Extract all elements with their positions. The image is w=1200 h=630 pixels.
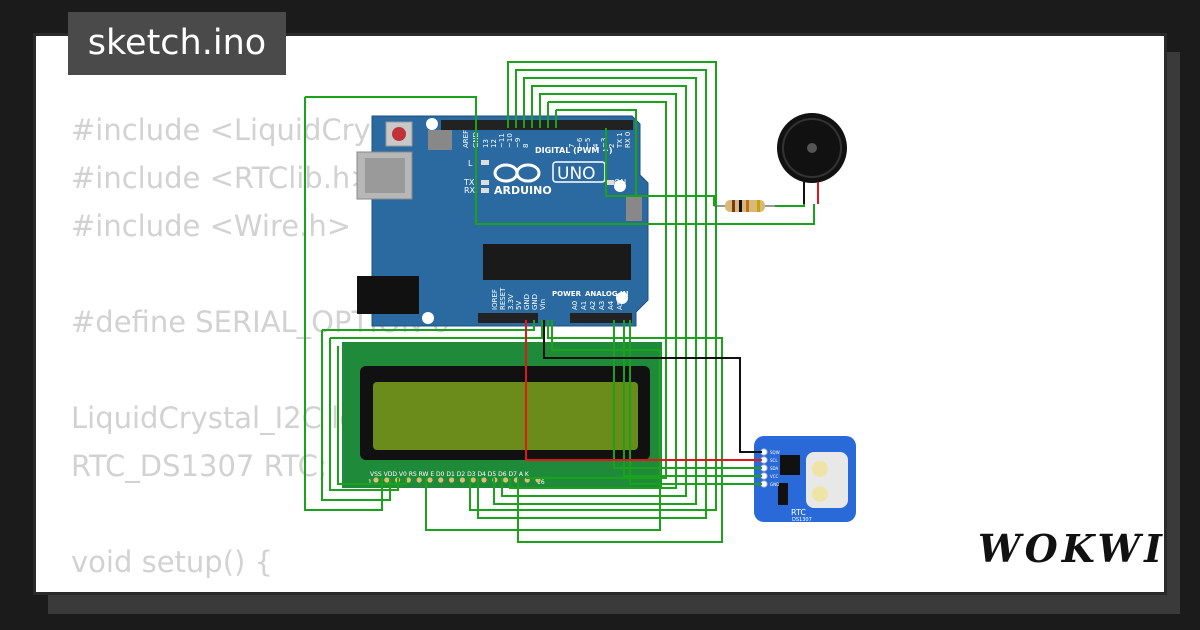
resistor[interactable] — [714, 200, 775, 212]
pin-label: A2 — [589, 301, 597, 310]
lcd-pin-last: 16 — [537, 479, 545, 486]
pin-label: A0 — [571, 301, 579, 310]
lcd-screen — [373, 382, 638, 450]
pin-label: ~9 — [514, 138, 522, 148]
icsp-header-2[interactable] — [428, 130, 452, 150]
rtc-pin-label: GND — [770, 482, 779, 487]
lcd-pin-labels: VSS VDD V0 RS RW E D0 D1 D2 D3 D4 D5 D6 … — [370, 471, 530, 478]
arduino-logo — [493, 163, 541, 183]
pin-label: ~6 — [576, 137, 584, 148]
pin-label: RX 0 — [624, 132, 632, 148]
l-label: L — [468, 159, 473, 168]
rtc-pin-label: SQW — [770, 450, 780, 455]
pin-label: 5V — [515, 301, 523, 310]
lcd-16x2[interactable]: VSS VDD V0 RS RW E D0 D1 D2 D3 D4 D5 D6 … — [342, 342, 662, 488]
pin-label: A5 — [616, 301, 624, 310]
lcd-pin[interactable] — [449, 477, 455, 483]
reset-button-cap[interactable] — [392, 127, 406, 141]
icsp-header[interactable] — [626, 195, 642, 221]
power-jack — [357, 276, 419, 314]
pin-label: RESET — [499, 287, 507, 310]
pin-label: Vin — [539, 299, 547, 310]
rtc-ds1307-module[interactable]: RTC DS1307 SQW SCL SDA VCC GND — [754, 436, 856, 523]
pin-label: TX 1 — [616, 132, 624, 149]
pin-label: 13 — [482, 139, 490, 148]
lcd-pin[interactable] — [405, 477, 411, 483]
tx-label: TX — [463, 178, 475, 187]
pin-label: 12 — [490, 139, 498, 148]
pin-label: AREF — [462, 130, 470, 148]
rtc-pin-label: VCC — [770, 474, 779, 479]
code-line: void setup() { — [71, 545, 273, 579]
digital-label: DIGITAL (PWM ~) — [535, 146, 613, 155]
pin-label: A4 — [607, 300, 615, 310]
lcd-pin[interactable] — [470, 477, 476, 483]
mounting-hole — [422, 312, 434, 324]
digital-header[interactable] — [441, 120, 633, 130]
file-tab[interactable]: sketch.ino — [68, 12, 286, 75]
pin-label: ~3 — [600, 138, 608, 148]
lcd-pin[interactable] — [427, 477, 433, 483]
rtc-chip-label: DS1307 — [792, 517, 812, 523]
mounting-hole — [614, 180, 626, 192]
code-line: RTC_DS1307 RTC; — [71, 449, 328, 483]
pin-label: GND — [523, 294, 531, 310]
lcd-pin[interactable] — [481, 477, 487, 483]
microcontroller-chip — [483, 244, 631, 280]
pin-label: ~11 — [498, 133, 506, 148]
rtc-label: RTC — [791, 508, 806, 517]
analog-label: ANALOG IN — [585, 290, 629, 298]
piezo-buzzer[interactable] — [777, 113, 847, 204]
pin-label: GND — [531, 294, 539, 310]
mounting-hole — [616, 292, 628, 304]
usb-port-inner — [365, 158, 405, 193]
pin-label: IOREF — [491, 289, 499, 310]
mounting-hole — [426, 118, 438, 130]
rx-label: RX — [464, 186, 476, 195]
pin-label: 8 — [522, 144, 530, 148]
uno-label: UNO — [557, 164, 596, 184]
power-label: POWER — [552, 290, 582, 298]
pin-label: A3 — [598, 301, 606, 310]
lcd-pin[interactable] — [438, 477, 444, 483]
arduino-brand: ARDUINO — [494, 184, 552, 197]
analog-header[interactable] — [570, 313, 632, 323]
wires — [304, 61, 815, 543]
code-line: #include <RTClib.h> — [71, 161, 375, 195]
lcd-pin[interactable] — [384, 477, 390, 483]
pin-label: A1 — [580, 301, 588, 310]
pin-label: ~10 — [506, 133, 514, 148]
lcd-pin[interactable] — [459, 477, 465, 483]
lcd-pin[interactable] — [373, 477, 379, 483]
pin-label: ~5 — [584, 138, 592, 148]
rtc-pin-label: SDA — [770, 466, 779, 471]
on-label: ON — [614, 178, 626, 187]
power-header[interactable] — [478, 313, 538, 323]
lcd-pin[interactable] — [416, 477, 422, 483]
pin-label: 4 — [592, 143, 600, 148]
lcd-pin[interactable] — [503, 477, 509, 483]
pin-label: 7 — [568, 144, 576, 148]
arduino-uno[interactable]: L TX RX ON DIGITAL (PWM ~) ARDUINO UNO P… — [356, 115, 649, 327]
rtc-pin-label: SCL — [770, 458, 778, 463]
lcd-pin-first: 1 — [368, 479, 372, 486]
wokwi-logo: WOKWI — [978, 526, 1166, 571]
code-line: #include <Wire.h> — [71, 209, 352, 243]
pin-label: 3.3V — [507, 294, 515, 310]
rtc-pins[interactable]: SQW SCL SDA VCC GND — [760, 448, 780, 488]
pin-label: 2 — [608, 144, 616, 148]
